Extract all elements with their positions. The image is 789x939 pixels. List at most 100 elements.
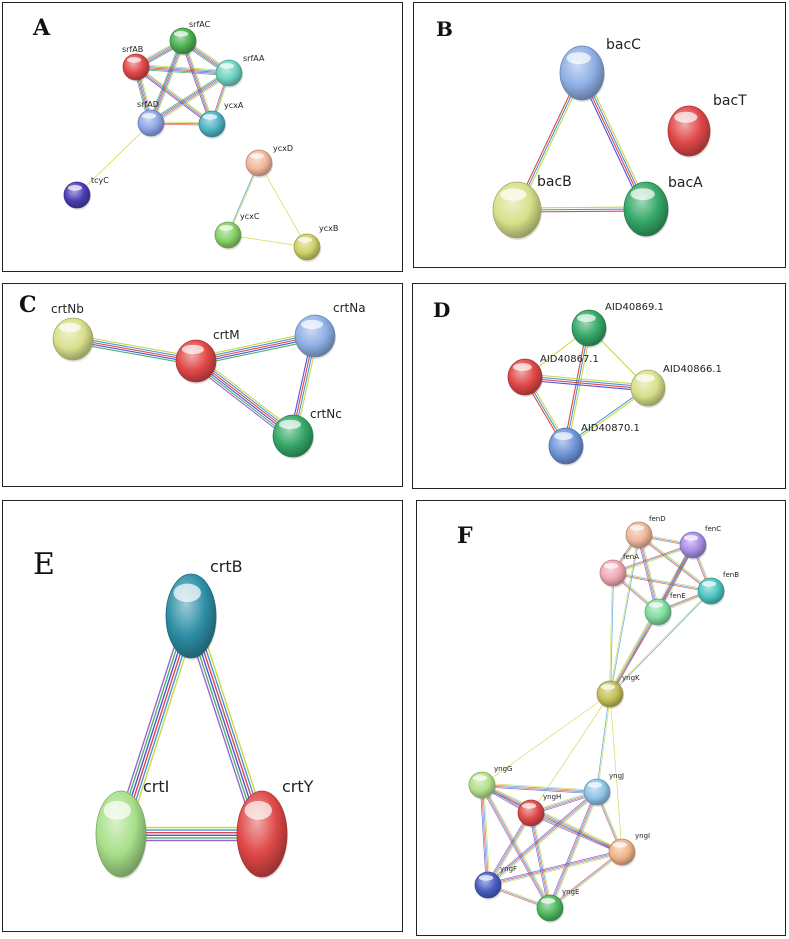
node-highlight xyxy=(500,188,527,201)
edge-line xyxy=(567,328,592,447)
node-highlight xyxy=(521,802,537,809)
node-highlight xyxy=(126,56,142,63)
node-AID40866: AID40866.1 xyxy=(630,364,722,408)
edge-srfAC-srfAD xyxy=(148,40,186,124)
edge-line xyxy=(530,814,622,854)
node-label: ycxB xyxy=(319,224,338,233)
node-crtM: crtM xyxy=(175,328,240,384)
node-label: yngK xyxy=(622,674,640,682)
edge-line xyxy=(196,339,316,366)
node-srfAD: srfAD xyxy=(137,100,165,138)
node-fenE: fenE xyxy=(644,592,686,627)
edge-yngH-yngE xyxy=(528,812,553,909)
node-yngE: yngE xyxy=(536,888,579,923)
edge-line xyxy=(525,375,649,388)
edge-line xyxy=(550,852,623,910)
node-crtY: crtY xyxy=(236,777,314,879)
node-highlight xyxy=(674,111,698,123)
edge-line xyxy=(481,785,550,909)
edge-line xyxy=(76,122,152,196)
node-label: AID40870.1 xyxy=(581,423,640,434)
edge-line xyxy=(481,693,611,786)
node-srfAA: srfAA xyxy=(215,54,265,88)
node-tcyC: tcyC xyxy=(63,176,109,210)
edge-line xyxy=(152,41,186,124)
node-highlight xyxy=(566,52,591,65)
edge-line xyxy=(482,784,598,792)
edge-line xyxy=(612,572,712,592)
node-highlight xyxy=(648,601,664,608)
node-highlight xyxy=(173,30,189,37)
node-bacC: bacC xyxy=(559,37,641,102)
edge-line xyxy=(609,693,623,853)
node-highlight xyxy=(59,322,81,333)
edge-line xyxy=(481,785,597,793)
edge-line xyxy=(73,334,197,358)
edge-line xyxy=(612,573,711,593)
node-highlight xyxy=(540,897,556,904)
edge-line xyxy=(613,545,694,575)
edge-line xyxy=(135,69,229,76)
edge-line xyxy=(135,66,230,74)
node-ycxA: ycxA xyxy=(198,101,244,139)
node-highlight xyxy=(577,314,596,323)
edge-yngJ-yngE xyxy=(548,791,599,909)
edge-line xyxy=(134,68,212,126)
edge-line xyxy=(531,812,623,852)
edge-yngG-yngE xyxy=(480,783,552,910)
edge-yngK-fenB xyxy=(609,590,712,695)
edge-line xyxy=(486,790,597,884)
edge-line xyxy=(488,853,623,888)
node-yngG: yngG xyxy=(468,765,512,800)
node-label: yngF xyxy=(500,865,517,873)
node-label: ycxD xyxy=(273,144,293,153)
node-label: ycxC xyxy=(240,212,260,221)
node-label: tcyC xyxy=(91,176,109,185)
node-label: srfAA xyxy=(243,54,265,63)
edge-line xyxy=(72,340,196,364)
node-label: AID40866.1 xyxy=(663,364,722,375)
edge-yngK-fenE xyxy=(608,611,660,695)
edge-line xyxy=(150,40,184,124)
edge-line xyxy=(135,67,212,125)
edge-line xyxy=(609,611,659,695)
node-highlight xyxy=(629,524,645,531)
edge-srfAC-ycxA xyxy=(180,40,215,125)
node-label: yngG xyxy=(494,765,512,773)
edge-line xyxy=(565,327,590,447)
node-AID40870: AID40870.1 xyxy=(548,423,640,466)
node-srfAB: srfAB xyxy=(122,45,150,82)
edge-line xyxy=(136,65,214,123)
node-highlight xyxy=(244,800,272,820)
edge-srfAD-tcyC xyxy=(76,122,152,196)
edge-line xyxy=(198,356,297,433)
node-label: bacC xyxy=(606,37,641,53)
edge-line xyxy=(150,72,230,124)
edge-line xyxy=(530,813,550,909)
node-highlight xyxy=(182,344,204,355)
edge-yngI-yngE xyxy=(549,850,623,910)
node-highlight xyxy=(701,580,717,587)
node-highlight xyxy=(478,874,494,881)
node-fenB: fenB xyxy=(697,571,739,606)
edge-line xyxy=(610,612,660,695)
edge-yngJ-yngF xyxy=(486,790,599,887)
node-label: srfAB xyxy=(122,45,143,54)
edge-line xyxy=(597,694,611,793)
node-highlight xyxy=(301,319,323,330)
edge-line xyxy=(150,71,229,123)
nodes: fenDfenCfenAfenBfenEyngKyngGyngHyngJyngI… xyxy=(468,515,739,923)
edge-yngK-yngJ xyxy=(596,693,611,793)
edge-line xyxy=(528,813,549,909)
edge-line xyxy=(486,811,530,885)
edge-line xyxy=(608,611,658,694)
edge-yngI-yngF xyxy=(487,849,623,888)
node-label: bacA xyxy=(668,175,703,191)
